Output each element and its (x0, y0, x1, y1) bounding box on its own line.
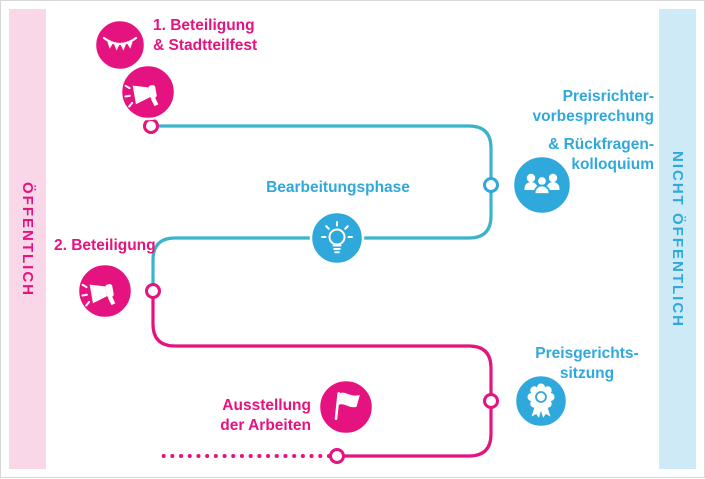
node-preisgericht (513, 373, 569, 429)
flow-segment-top (157, 124, 493, 179)
label-preisgerichtssitzung: Preisgerichts- sitzung (535, 345, 639, 382)
node-bearbeitungsphase (309, 210, 365, 266)
lane-non-public-label: NICHT ÖFFENTLICH (669, 150, 686, 328)
node-beteiligung-1 (119, 63, 177, 121)
label-beteiligung-1: 1. Beteiligung & Stadtteilfest (153, 17, 258, 54)
label-beteiligung-2: 2. Beteiligung (54, 237, 156, 254)
connector-dot-ausstellung (329, 448, 345, 464)
node-stadtteilfest (93, 18, 147, 72)
flow-segment-lower (151, 297, 493, 395)
node-ausstellung (317, 378, 375, 436)
node-beteiligung-2 (76, 262, 134, 320)
flow-segment-bottom (343, 407, 493, 458)
connector-dot-beteiligung-2 (145, 283, 161, 299)
label-bearbeitungsphase: Bearbeitungsphase (266, 179, 410, 196)
connector-dot-preisrichter (483, 177, 499, 193)
label-rueckfragenkolloquium: & Rückfragen- kolloquium (548, 136, 654, 173)
lane-public-label: ÖFFENTLICH (19, 181, 36, 297)
connector-dot-beteiligung-1 (143, 118, 159, 134)
label-ausstellung: Ausstellung der Arbeiten (220, 397, 311, 434)
label-preisrichter-vorbesprechung: Preisrichter- vorbesprechung (532, 88, 654, 125)
connector-dot-preisgericht (483, 393, 499, 409)
node-preisrichter (511, 154, 573, 216)
lane-non-public: NICHT ÖFFENTLICH (659, 9, 696, 469)
lane-public: ÖFFENTLICH (9, 9, 46, 469)
